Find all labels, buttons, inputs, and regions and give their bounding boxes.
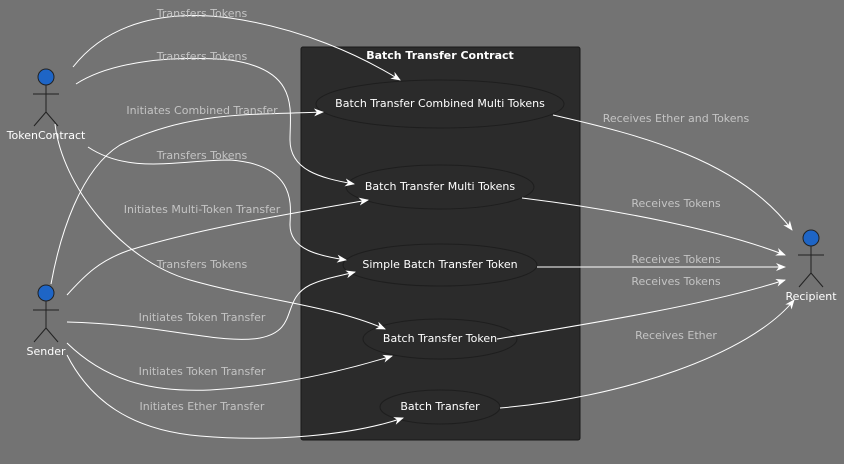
- use-case-transfer-token[interactable]: Batch Transfer Token: [362, 318, 518, 360]
- edge-token-recipient: [496, 278, 786, 340]
- use-case-simple-token[interactable]: Simple Batch Transfer Token: [342, 243, 538, 287]
- actor-label: TokenContract: [6, 129, 86, 142]
- edge-label: Initiates Ether Transfer: [140, 400, 265, 413]
- edge-label: Transfers Tokens: [156, 50, 248, 63]
- actor-label: Recipient: [785, 290, 837, 303]
- use-case-label: Simple Batch Transfer Token: [362, 258, 517, 271]
- edge-sender-token: [66, 342, 393, 391]
- edge-label: Initiates Multi-Token Transfer: [124, 203, 281, 216]
- actor-icon: [798, 229, 824, 288]
- actor-sender[interactable]: Sender: [27, 284, 66, 358]
- edge-label: Receives Ether and Tokens: [603, 112, 750, 125]
- use-case-batch-transfer[interactable]: Batch Transfer: [379, 389, 501, 425]
- use-case-combined-multi[interactable]: Batch Transfer Combined Multi Tokens: [315, 79, 565, 129]
- edge-multi-recipient: [521, 197, 786, 256]
- edge-label: Receives Tokens: [631, 197, 721, 210]
- edge-label: Transfers Tokens: [156, 149, 248, 162]
- edge-label: Transfers Tokens: [156, 7, 248, 20]
- actor-token-contract[interactable]: TokenContract: [6, 68, 86, 142]
- edge-label: Initiates Token Transfer: [139, 311, 266, 324]
- edge-tc-combined: [72, 15, 401, 81]
- edge-tc-multi: [75, 57, 355, 187]
- use-case-label: Batch Transfer Combined Multi Tokens: [335, 97, 545, 110]
- actor-icon: [33, 284, 59, 343]
- use-case-multi-tokens[interactable]: Batch Transfer Multi Tokens: [345, 164, 535, 210]
- edge-label: Transfers Tokens: [156, 258, 248, 271]
- edge-sender-ether: [66, 354, 404, 439]
- use-case-label: Batch Transfer Multi Tokens: [365, 180, 516, 193]
- edge-label: Receives Ether: [635, 329, 717, 342]
- edge-tc-simple: [87, 146, 347, 263]
- use-case-label: Batch Transfer Token: [383, 332, 497, 345]
- system-title: Batch Transfer Contract: [366, 49, 514, 62]
- edge-sender-combined: [50, 108, 324, 285]
- actor-recipient[interactable]: Recipient: [785, 229, 837, 303]
- use-case-label: Batch Transfer: [400, 400, 480, 413]
- edge-label: Initiates Combined Transfer: [126, 104, 278, 117]
- edge-tc-token: [54, 123, 386, 330]
- actor-label: Sender: [27, 345, 66, 358]
- edge-sender-simple: [66, 270, 356, 340]
- edge-combined-recipient: [552, 114, 793, 231]
- actor-icon: [33, 68, 59, 127]
- edge-label: Initiates Token Transfer: [139, 365, 266, 378]
- edge-ether-recipient: [499, 299, 795, 409]
- edge-label: Receives Tokens: [631, 275, 721, 288]
- edge-sender-multi: [66, 197, 369, 296]
- edge-label: Receives Tokens: [631, 253, 721, 266]
